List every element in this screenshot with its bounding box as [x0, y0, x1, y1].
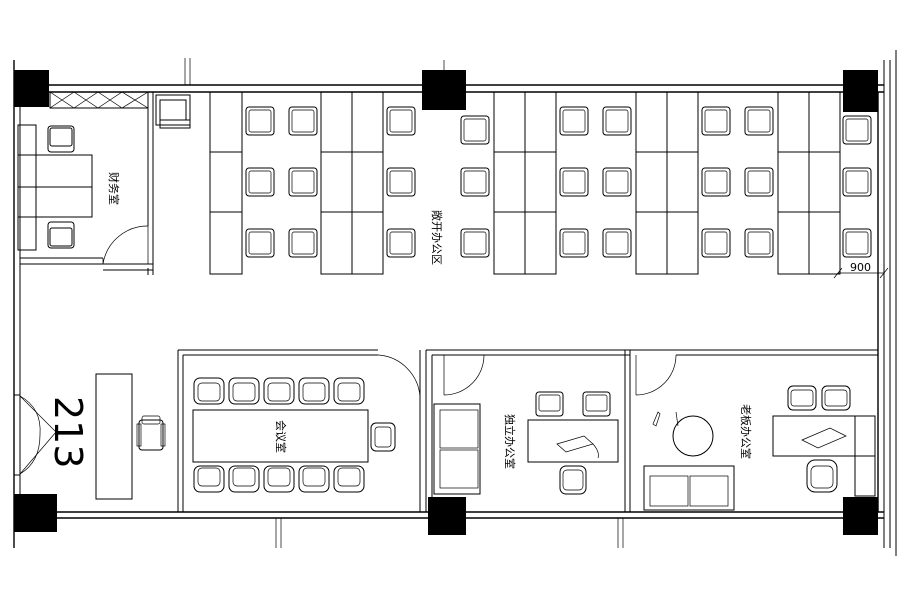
- workstation-cluster-5: [777, 91, 841, 275]
- column: [428, 497, 466, 535]
- column: [14, 494, 57, 532]
- column: [843, 497, 878, 535]
- finance-room: 财务室: [17, 91, 191, 275]
- column: [843, 70, 878, 112]
- column: [14, 70, 49, 107]
- open-office-chairs: [245, 106, 872, 258]
- dimension-marker: 900: [833, 261, 889, 279]
- workstation-cluster-1: [209, 91, 243, 275]
- meeting-room: 会议室: [177, 349, 427, 512]
- dimension-label: 900: [850, 261, 871, 274]
- room-number: 213: [46, 396, 90, 469]
- reception-desk: [95, 373, 133, 500]
- boss-office: 老板办公室: [630, 349, 878, 511]
- column: [422, 70, 466, 110]
- boss-office-label: 老板办公室: [739, 404, 753, 459]
- open-office: 敞开办公区 900: [209, 91, 889, 279]
- workstation-cluster-3: [493, 91, 557, 275]
- columns: [14, 70, 878, 535]
- boss-desk: [772, 415, 876, 457]
- private-office: 独立办公室: [426, 349, 631, 512]
- private-office-desk: [527, 419, 619, 463]
- outer-walls: [13, 50, 897, 556]
- private-office-label: 独立办公室: [503, 414, 517, 469]
- workstation-cluster-2: [320, 91, 384, 275]
- meeting-room-label: 会议室: [274, 420, 288, 453]
- open-office-label: 敞开办公区: [430, 210, 444, 265]
- workstation-cluster-4: [635, 91, 699, 275]
- entrance: 213: [14, 373, 166, 500]
- meeting-table: [192, 409, 369, 463]
- finance-room-label: 财务室: [107, 172, 121, 205]
